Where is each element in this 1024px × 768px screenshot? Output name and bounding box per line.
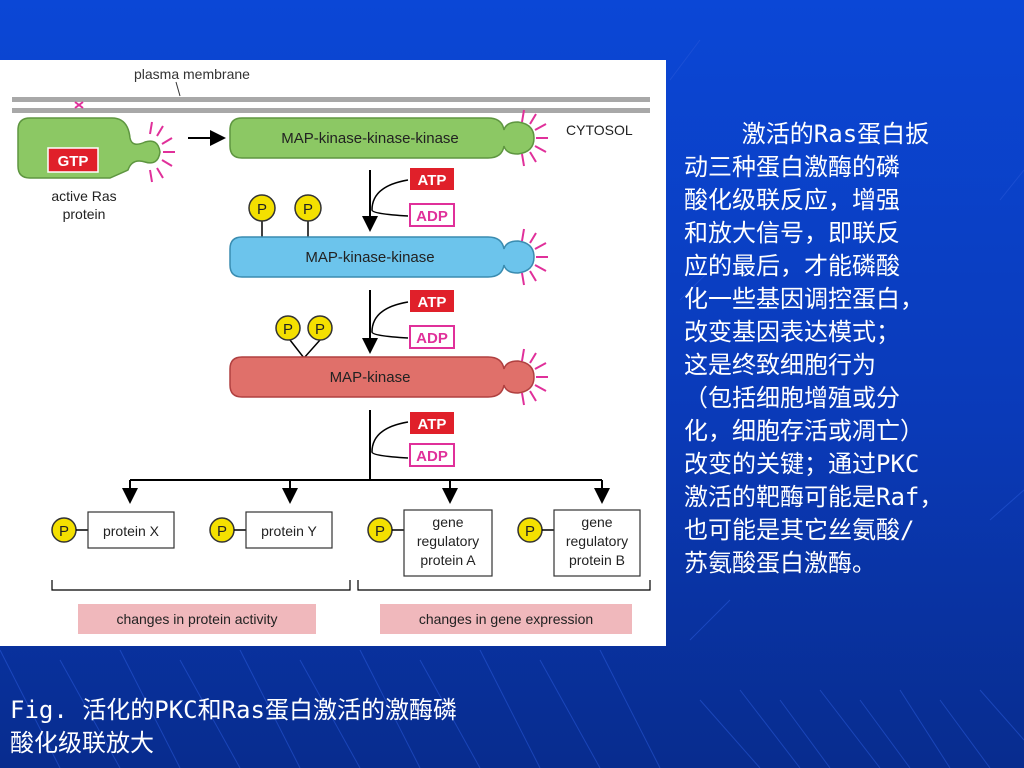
phosphate-label: P xyxy=(217,523,227,540)
plasma-membrane xyxy=(12,97,650,113)
caption-line: 酸化级联放大 xyxy=(10,729,154,757)
mapkk-protein xyxy=(229,228,548,286)
description-line: 激活的Ras蛋白扳 xyxy=(684,120,930,148)
description-line: 应的最后，才能磷酸 xyxy=(684,252,900,280)
description-line: 酸化级联反应，增强 xyxy=(684,186,900,214)
target-label: regulatory xyxy=(417,533,479,549)
target-protein-y: P protein Y xyxy=(209,511,333,549)
mapkkk-protein xyxy=(229,109,548,167)
caption-line: Fig. 活化的PKC和Ras蛋白激活的激酶磷 xyxy=(10,696,457,724)
adp-badge-1 xyxy=(409,203,455,227)
description-line: 改变基因表达模式； xyxy=(684,318,900,346)
ras-protein: GTP xyxy=(17,117,175,183)
cytosol-label: CYTOSOL xyxy=(566,122,633,138)
target-label: protein B xyxy=(569,552,625,568)
phosphate-label: P xyxy=(257,201,267,218)
phosphate-label: P xyxy=(303,201,313,218)
target-label: protein A xyxy=(420,552,476,568)
phosphorylation-step-3: ATP ADP xyxy=(369,410,455,480)
description-line: 化一些基因调控蛋白， xyxy=(684,285,924,313)
target-gene-regulatory-protein-a: P gene regulatory protein A xyxy=(367,509,493,577)
gtp-badge xyxy=(47,147,99,173)
mapkk-phosphates: P P xyxy=(248,194,322,242)
atp-label-2: ATP xyxy=(418,294,447,311)
atp-label-1: ATP xyxy=(418,172,447,189)
ras-label-line2: protein xyxy=(63,206,106,222)
group-label-bg-1 xyxy=(78,604,316,634)
atp-label-3: ATP xyxy=(418,416,447,433)
phosphate-label: P xyxy=(525,523,535,540)
description-line: 苏氨酸蛋白激酶。 xyxy=(684,549,876,577)
group-label-bg-2 xyxy=(380,604,632,634)
phosphate-label: P xyxy=(59,523,69,540)
target-protein-x: P protein X xyxy=(51,511,175,549)
ras-label-line1: active Ras xyxy=(51,188,116,204)
description-line: 这是终致细胞行为 xyxy=(684,351,876,379)
target-label: regulatory xyxy=(566,533,628,549)
atp-badge-1 xyxy=(410,168,454,190)
target-label: gene xyxy=(432,514,463,530)
mapkk-label: MAP-kinase-kinase xyxy=(305,249,434,266)
phosphate-label: P xyxy=(283,321,293,338)
mapk-protein xyxy=(229,348,548,406)
mapk-phosphates: P P xyxy=(275,315,333,360)
adp-badge-3 xyxy=(409,443,455,467)
group-brackets xyxy=(51,580,651,591)
phosphorylation-step-2: ATP ADP xyxy=(362,290,455,354)
description-line: 和放大信号，即联反 xyxy=(684,219,900,247)
atp-badge-2 xyxy=(410,290,454,312)
phosphate-label: P xyxy=(315,321,325,338)
adp-label-1: ADP xyxy=(416,208,448,225)
mapk-label: MAP-kinase xyxy=(330,369,411,386)
group-label-protein-activity: changes in protein activity xyxy=(116,611,277,627)
mapkkk-label: MAP-kinase-kinase-kinase xyxy=(281,130,459,147)
gtp-label: GTP xyxy=(58,153,89,170)
description-line: （包括细胞增殖或分 xyxy=(684,384,900,412)
cascade-diagram: plasma membrane CYTOSOL GTP active Ras p… xyxy=(12,66,651,634)
description-line: 动三种蛋白激酶的磷 xyxy=(684,153,900,181)
adp-label-3: ADP xyxy=(416,448,448,465)
adp-badge-2 xyxy=(409,325,455,349)
phosphate-label: P xyxy=(375,523,385,540)
group-label-gene-expression: changes in gene expression xyxy=(419,611,593,627)
description-line: 化，细胞存活或凋亡） xyxy=(684,417,924,445)
description-line: 改变的关键；通过PKC xyxy=(684,450,920,478)
target-branches xyxy=(122,479,610,504)
atp-badge-3 xyxy=(410,412,454,434)
figure-caption: Fig. 活化的PKC和Ras蛋白激活的激酶磷 酸化级联放大 xyxy=(10,694,620,760)
target-gene-regulatory-protein-b: P gene regulatory protein B xyxy=(517,509,641,577)
adp-label-2: ADP xyxy=(416,330,448,347)
target-label: protein X xyxy=(103,523,160,539)
description-text: 激活的Ras蛋白扳 动三种蛋白激酶的磷 酸化级联反应，增强 和放大信号，即联反 … xyxy=(684,118,1019,580)
description-line: 激活的靶酶可能是Raf， xyxy=(684,483,944,511)
phosphorylation-step-1: ATP ADP xyxy=(362,168,455,232)
target-label: protein Y xyxy=(261,523,317,539)
description-line: 也可能是其它丝氨酸/ xyxy=(684,516,915,544)
cascade-figure: plasma membrane CYTOSOL GTP active Ras p… xyxy=(0,60,666,646)
membrane-label: plasma membrane xyxy=(134,66,250,82)
target-label: gene xyxy=(581,514,612,530)
